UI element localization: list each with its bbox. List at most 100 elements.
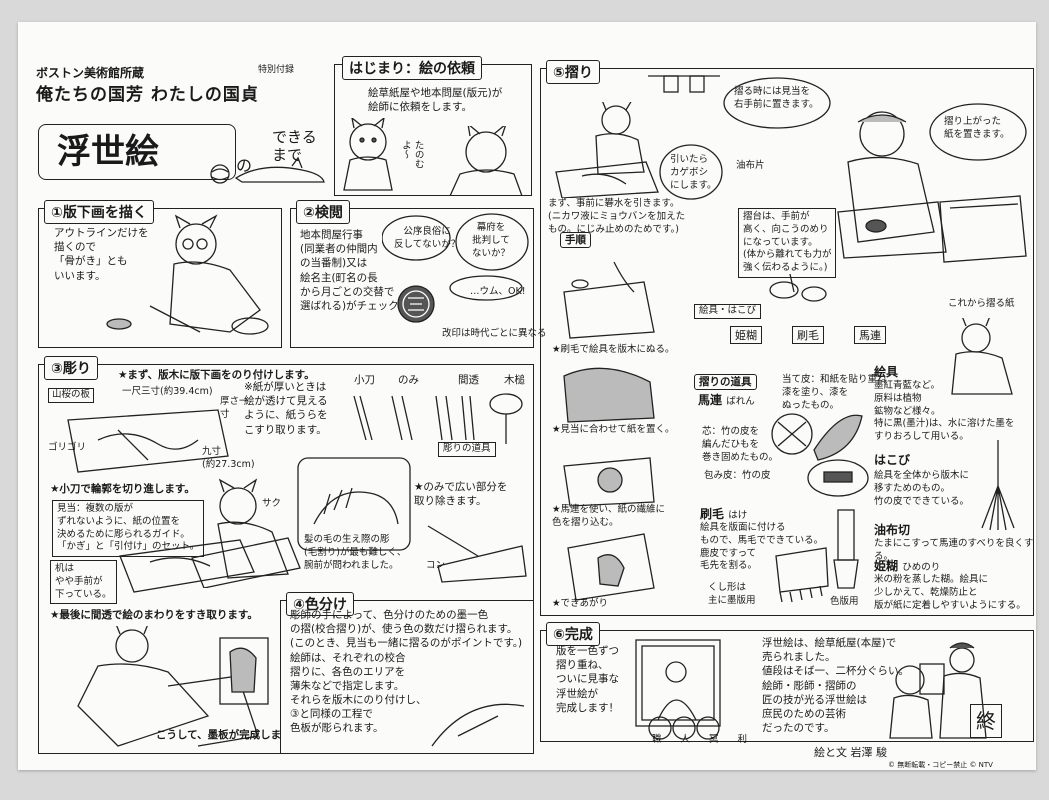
kento-note: 見当：複数の版が ずれないように、紙の位置を 決めるために彫られるガイド。 「か… <box>52 500 205 558</box>
dish-icons <box>769 273 827 302</box>
section-1-title: ①版下画を描く <box>44 200 154 224</box>
section-4-text: 彫師の手によって、色分けのための墨一色 の摺(校合摺り)が、使う色の数だけ摺られ… <box>290 609 523 735</box>
step-a: ★刷毛で絵具を版木にぬる。 <box>552 344 675 355</box>
end-stamp: 終 <box>970 704 1002 738</box>
callout-finished-paper <box>929 103 1027 161</box>
baren-cover-illustration <box>807 459 869 497</box>
cat-painter-illustration <box>343 118 393 191</box>
iro-note: 色版用 <box>830 596 859 607</box>
shop-cats-illustration <box>889 642 987 739</box>
tool-kizuchi-label: 木槌 <box>504 374 525 386</box>
section-6-right-text: 浮世絵は、絵草紙屋(本屋)で 売られました。 値段はそば一、二杯分ぐらい。 絵師… <box>762 637 909 735</box>
section-2-title: ②検閲 <box>296 200 350 224</box>
woodblock-material: 山桜の板 <box>48 388 95 403</box>
woodblock-illustration <box>67 409 229 473</box>
hajimari-text: 絵草紙屋や地本問屋(版元)が 絵師に依頼をします。 <box>368 87 503 114</box>
flyer-sheet: ボストン美術館所蔵 俺たちの国芳 わたしの国貞 特別付録 浮世絵 の できる ま… <box>18 22 1036 770</box>
woodblock-size-top: 一尺三寸(約39.4cm) <box>122 386 213 397</box>
speech-bubbles <box>382 213 529 301</box>
oil-cloth-label: 油布片 <box>736 160 765 171</box>
finishing-cat-illustration <box>77 626 259 747</box>
section-hajimari-title: はじまり：絵の依頼 <box>342 56 482 80</box>
color-proof-hand-illustration <box>431 703 525 747</box>
callout-circle-kageboshi <box>659 144 723 200</box>
tejun-label: 手順 <box>560 232 591 249</box>
hajimari-speech: たのむよ〜 <box>399 140 424 169</box>
section-3-sfx-saku: サク <box>262 498 282 509</box>
enogu-title: 絵具 <box>874 365 899 379</box>
hakobi-note: 絵具を全体から版木に 移すためのもの。 竹の皮でできている。 <box>874 470 970 507</box>
tool-kogatana-label: 小刀 <box>354 374 375 386</box>
step-baren-illustration <box>563 457 655 507</box>
paper-stack-illustration <box>939 195 1027 263</box>
carving-cat-illustration <box>191 478 301 588</box>
tag-hake: 刷毛 <box>792 326 824 344</box>
section-1 <box>38 208 282 348</box>
tool-tags: 姫糊 刷毛 馬連 <box>730 326 920 348</box>
section-3-sfx-gorigori: ゴリゴリ <box>48 442 87 453</box>
finished-paper-note: 摺り上がった 紙を置きます。 <box>944 116 1010 140</box>
section-2 <box>290 208 534 348</box>
baren-illustration <box>771 413 863 461</box>
seal-stamp-icon <box>397 285 435 323</box>
carving-tools-illustration <box>353 393 523 444</box>
section-6-title: ⑥完成 <box>546 622 600 646</box>
bubble-ok: …ウム、OK! <box>470 286 526 297</box>
hime-reading: ひめのり <box>902 562 941 573</box>
step-done-illustration <box>567 533 655 601</box>
section-6-text: 版を一色ずつ 摺り重ね、 ついに見事な 浮世絵が 完成します！ <box>556 645 619 714</box>
paper-to-print-label: これから摺る紙 <box>948 298 1015 309</box>
hake-title: 刷毛 はけ <box>700 506 747 523</box>
paper-thickness-note: ※紙が厚いときは 絵が透けて見える ように、紙うらを こすり取ります。 <box>244 381 328 436</box>
enogu-note: 墨紅青藍など。 原料は植物 鉱物など様々。 特に黒(墨汁)は、水に溶けた墨を す… <box>874 380 1015 443</box>
section-3-step3: ★最後に間透で絵のまわりをすき取ります。 <box>50 609 258 621</box>
shokunin-myouri: 職 人 冥 利 <box>652 734 756 745</box>
completed-print-illustration <box>635 639 721 740</box>
section-5 <box>540 68 1034 616</box>
tool-labels: 小刀 のみ 間透 木槌 <box>354 372 534 388</box>
special-badge: 特別付録 <box>258 65 295 75</box>
section-3-step1: ★まず、版木に版下画をのり付けします。 <box>118 369 315 381</box>
baren-placement-note: 摺る時には見当を 右手前に置きます。 <box>734 86 819 110</box>
hime-note: 米の粉を蒸した糊。絵具に 少しかえて、乾燥防止と 版が紙に定着しやすいようにする… <box>874 574 1026 611</box>
tsutsumi-note: 包み皮：竹の皮 <box>704 470 771 481</box>
ball-icon <box>210 164 230 184</box>
sleeping-cat-illustration <box>234 156 325 183</box>
broom-illustration <box>981 440 1015 531</box>
tools-box-label: 摺りの道具 <box>694 374 757 391</box>
chisel-work-illustration <box>427 525 527 583</box>
kageboshi-note: 引いたら カゲボシ にします。 <box>670 154 717 191</box>
exhibition-title: 俺たちの国芳 わたしの国貞 <box>36 85 259 105</box>
hair-carving-closeup <box>297 457 411 551</box>
step-b: ★見当に合わせて紙を置く。 <box>552 424 675 435</box>
cat-publisher-illustration <box>449 126 523 196</box>
step-d: ★できあがり <box>552 598 609 609</box>
shin-note: 芯：竹の皮を 編んだひもを 巻き固めたもの。 <box>702 426 779 463</box>
woodblock-height: 九寸 (約27.3cm) <box>202 446 255 470</box>
tools-caption: 彫りの道具 <box>438 442 496 457</box>
title-made: まで <box>272 146 303 164</box>
title-dekiru-made: できる まで <box>272 128 328 164</box>
section-3-step2: ★小刀で輪郭を切り進します。 <box>50 483 195 495</box>
abura-title: 油布切 <box>874 523 911 537</box>
title-dekiru: できる <box>272 128 317 146</box>
section-5-title: ⑤摺り <box>546 60 600 84</box>
section-3-done: こうして、墨板が完成します！ <box>156 729 303 741</box>
author-credit: 絵と文 岩澤 駿 <box>814 746 887 759</box>
hakobi-title: はこび <box>874 453 911 467</box>
section-6 <box>540 630 1034 742</box>
bubble-shogunate: 幕府を 批判して ないか？ <box>472 222 511 259</box>
desk-board-illustration <box>119 539 255 593</box>
tool-nomi-label: のみ <box>398 374 419 386</box>
hake-title-text: 刷毛 <box>700 507 725 521</box>
baren-reading: ばれん <box>726 396 755 407</box>
tag-himenori: 姫糊 <box>730 326 762 344</box>
woodblock-thickness: 厚さ一寸 <box>220 396 249 420</box>
cat-sizing-illustration <box>555 102 659 198</box>
copyright-line: © 無断転載・コピー禁止 © NTV <box>888 761 993 769</box>
section-4 <box>280 600 534 754</box>
grinding-cat-illustration <box>951 318 1013 395</box>
title-no: の <box>236 156 253 175</box>
hanging-paper-illustration <box>648 75 720 93</box>
hake-note: 絵具を版面に付ける もので、馬毛でできている。 鹿皮ですって 毛先を割る。 <box>700 522 824 572</box>
